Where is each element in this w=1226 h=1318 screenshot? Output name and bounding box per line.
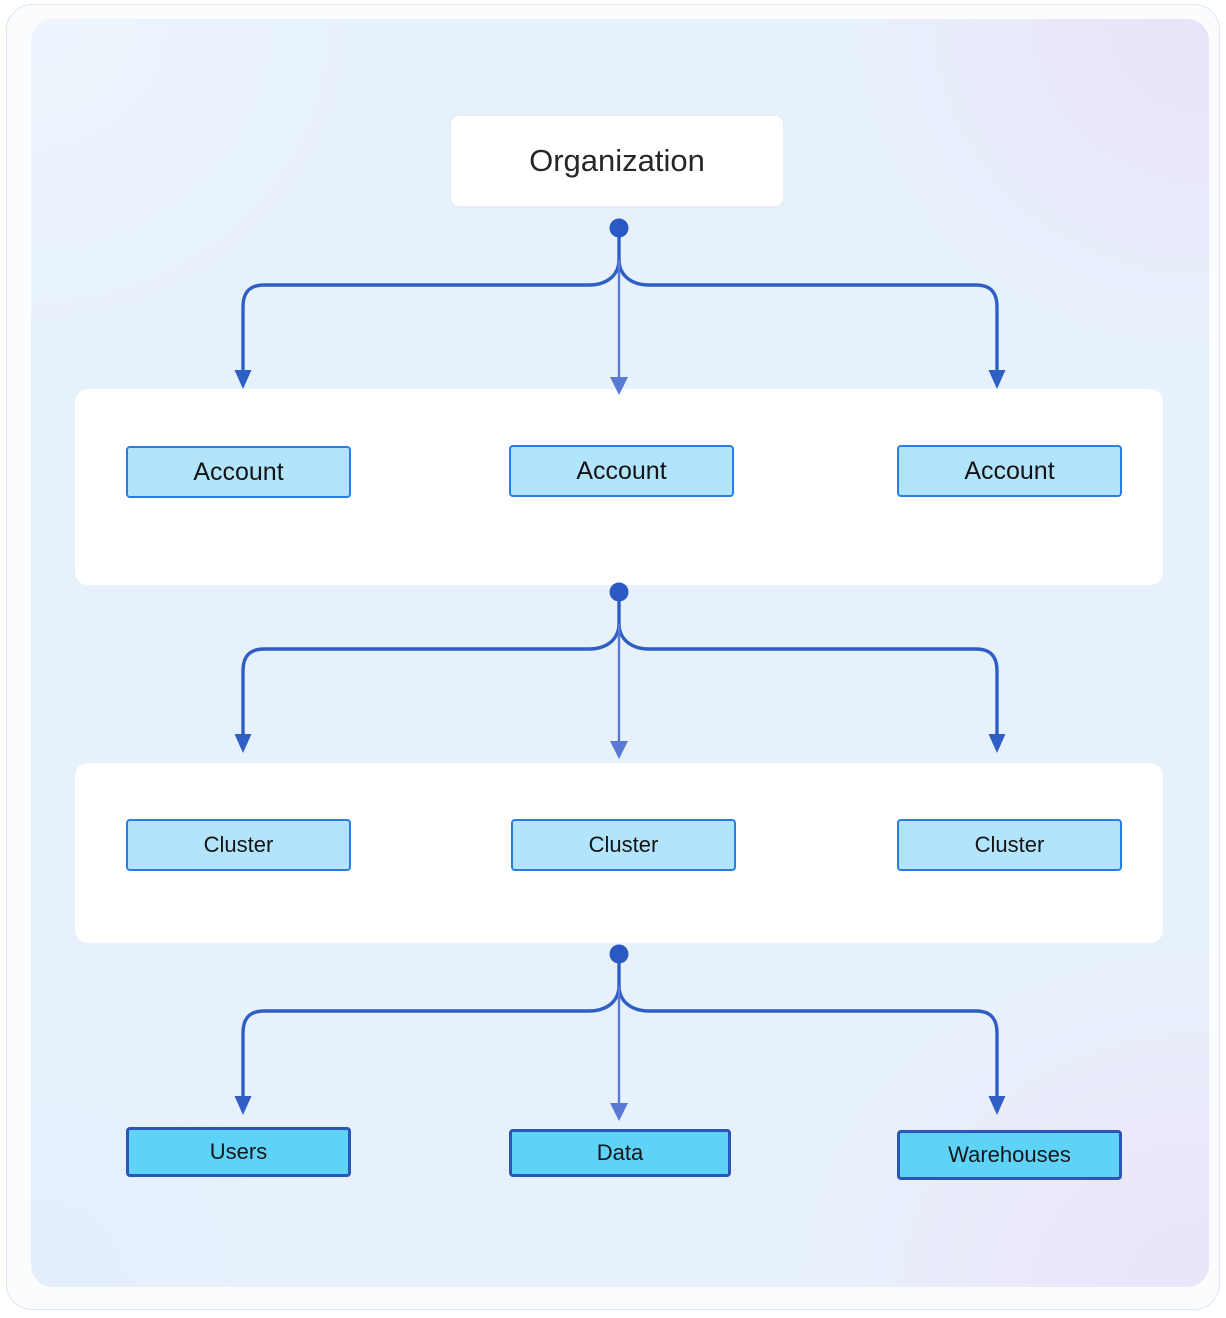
node-cluster-3[interactable]: Cluster [897, 819, 1122, 871]
node-account-2[interactable]: Account [509, 445, 734, 497]
connector-organization-to-accounts [234, 218, 1006, 395]
connector-accounts-to-clusters [234, 582, 1006, 759]
node-users[interactable]: Users [126, 1127, 351, 1177]
connector-clusters-to-resources [234, 944, 1006, 1121]
node-cluster-1[interactable]: Cluster [126, 819, 351, 871]
node-cluster-2[interactable]: Cluster [511, 819, 736, 871]
outer-card: Organization Account Account Account Clu… [6, 4, 1220, 1310]
node-account-3[interactable]: Account [897, 445, 1122, 497]
node-account-1[interactable]: Account [126, 446, 351, 498]
node-data[interactable]: Data [509, 1129, 731, 1177]
node-organization[interactable]: Organization [450, 115, 784, 207]
node-warehouses[interactable]: Warehouses [897, 1130, 1122, 1180]
diagram-canvas: Organization Account Account Account Clu… [31, 19, 1209, 1287]
